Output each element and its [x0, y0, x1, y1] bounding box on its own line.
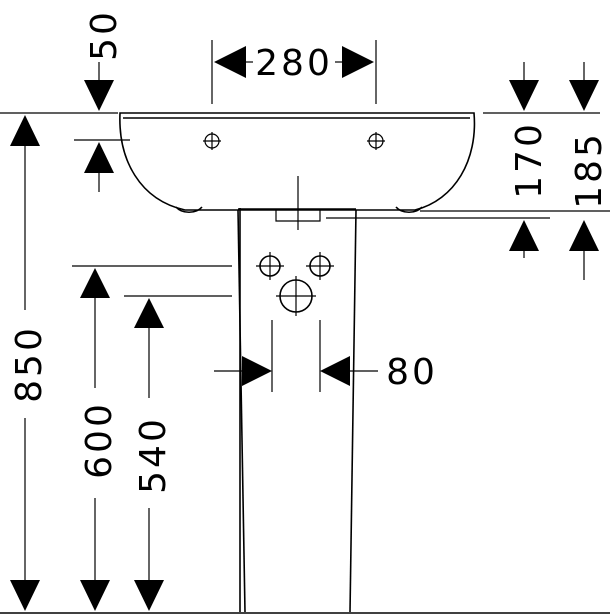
supply-left-icon [256, 252, 284, 280]
dim-text-850: 850 [9, 325, 50, 403]
dim-text-280: 280 [255, 43, 333, 84]
dim-text-540: 540 [133, 416, 174, 494]
dimension-185: 185 [420, 62, 610, 280]
dim-text-185: 185 [569, 131, 610, 209]
washbasin [119, 112, 476, 214]
dim-text-50: 50 [84, 9, 125, 61]
tap-hole-right-icon [367, 132, 385, 150]
dimension-80: 80 [214, 352, 438, 393]
supply-right-icon [306, 252, 334, 280]
dimension-280: 280 [211, 40, 377, 104]
dimension-850: 850 [9, 115, 50, 611]
dim-text-170: 170 [509, 121, 550, 199]
dimension-600: 600 [72, 265, 232, 611]
dim-text-600: 600 [79, 401, 120, 479]
dimension-170: 170 [326, 62, 600, 258]
waste-outlet-icon [276, 276, 316, 316]
dimension-540: 540 [124, 295, 232, 611]
tap-hole-left-icon [203, 132, 221, 150]
dimension-50: 50 [0, 9, 130, 192]
pedestal [237, 176, 357, 613]
dim-text-80: 80 [386, 352, 438, 393]
